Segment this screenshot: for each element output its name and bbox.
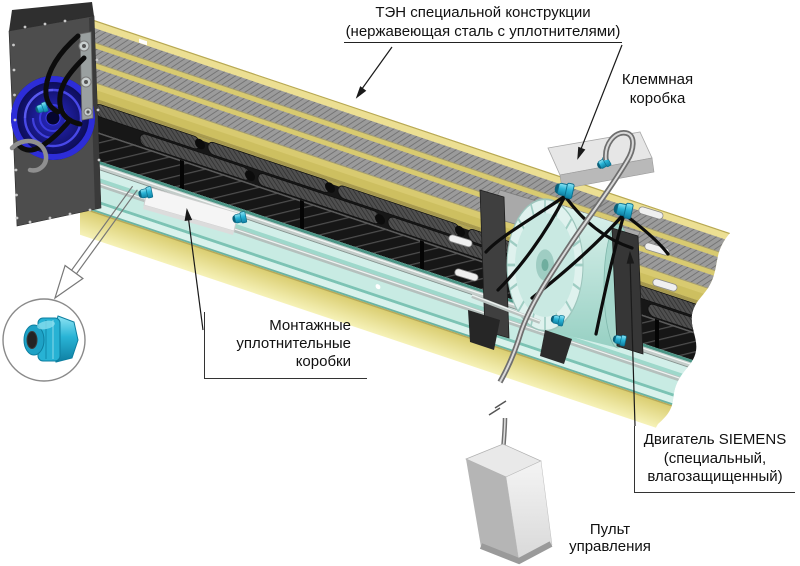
power-cable bbox=[497, 130, 636, 384]
ten-label-line1: ТЭН специальной конструкции bbox=[375, 4, 591, 21]
gland-detail-callout bbox=[2, 298, 86, 382]
control-panel-box bbox=[465, 400, 553, 565]
control-panel-label: Пульт управления bbox=[569, 521, 651, 555]
motor-mount-plate-right bbox=[611, 227, 644, 355]
screws bbox=[12, 19, 101, 224]
heater-stripe bbox=[80, 23, 737, 261]
ten-label-line2: (нержавеющая сталь с уплотнителями) bbox=[343, 22, 623, 43]
leader-lines bbox=[184, 44, 636, 427]
ten-label: ТЭН специальной конструкции (нержавеющая… bbox=[293, 3, 673, 43]
mounting-boxes-label: Монтажные уплотнительные коробки bbox=[204, 312, 367, 379]
arrowhead bbox=[184, 207, 193, 222]
motor-label: Двигатель SIEMENS (специальный, влагозащ… bbox=[634, 426, 795, 493]
motor-front-face bbox=[506, 198, 584, 332]
housing-top-edge bbox=[80, 15, 737, 247]
arrowhead bbox=[355, 86, 367, 99]
detail-arrow bbox=[53, 185, 138, 300]
terminal-box-label: Клеммная коробка bbox=[621, 71, 694, 107]
housing-bottom-band bbox=[80, 206, 737, 438]
fan-bracket bbox=[79, 31, 94, 121]
arrowhead bbox=[626, 250, 635, 264]
siemens-motor bbox=[448, 155, 678, 364]
heater-tube-stubs bbox=[448, 206, 678, 292]
fan-cables bbox=[15, 33, 87, 153]
cable-gland-detail bbox=[23, 315, 79, 363]
hex-fittings bbox=[78, 40, 93, 117]
arrowhead bbox=[577, 146, 586, 160]
end-cap bbox=[8, 2, 102, 227]
